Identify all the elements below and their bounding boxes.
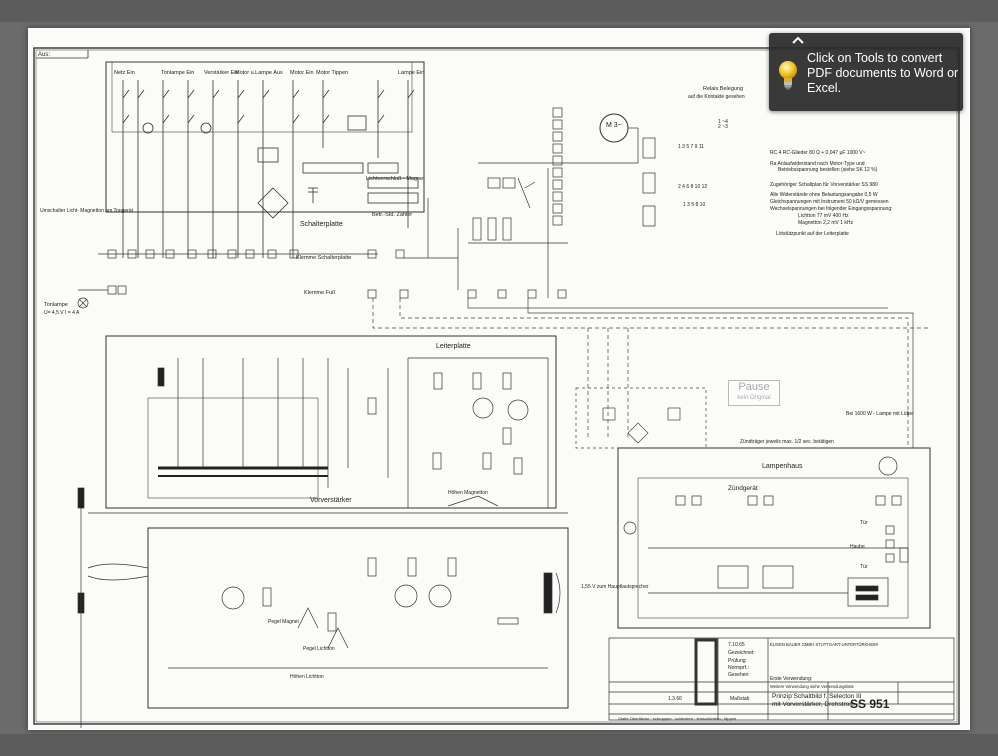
- pause-stamp: Pause kein Original: [728, 380, 780, 406]
- label-lautsprecher: 1,55 V zum Hauptlautsprecher: [581, 584, 649, 590]
- title-revision-date: 1.3.66: [668, 696, 682, 702]
- viewer-gutter-bottom: [0, 734, 998, 756]
- convert-tooltip[interactable]: Click on Tools to convert PDF documents …: [769, 33, 963, 111]
- label-leiterplatte: Leiterplatte: [436, 343, 471, 350]
- title-checked: Prüfung:: [728, 658, 747, 664]
- label-tonlampe-spec: U= 4,5 V I = 4 A: [44, 310, 80, 316]
- svg-text:2 ~3: 2 ~3: [718, 124, 728, 130]
- title-line-2: mit Vorverstärker, Drehstrom: [772, 701, 855, 708]
- label-tuer-1: Tür: [860, 520, 868, 526]
- title-use: Erste Verwendung:: [770, 676, 812, 682]
- label-lichtverschluss: Lichtverschluß - Magnet: [366, 176, 425, 182]
- label-motor-tippen: Motor Tippen: [316, 70, 348, 76]
- relais-subtitle: auf die Kontakte gesehen: [688, 94, 745, 100]
- viewer-gutter-left: [0, 22, 28, 734]
- pause-stamp-title: Pause: [738, 381, 770, 393]
- note-magnetton: Magnetton 2,2 mV 1 kHz: [798, 220, 854, 226]
- note-ra-2: Betriebsspannung bestellen (siehe SK 12 …: [778, 167, 878, 173]
- label-netz-ein: Netz Ein: [114, 70, 135, 76]
- label-hoehen-lichtton: Höhen Lichtton: [290, 674, 324, 680]
- svg-text:1 ~4: 1 ~4: [718, 119, 728, 125]
- document-page: Aus:: [28, 28, 970, 730]
- note-rc: RC 4 RC-Glieder 80 Ω + 0,047 µF 1000 V~: [770, 150, 866, 156]
- label-haube: Haube: [850, 544, 865, 550]
- title-company: EUGEN BAUER GMBH STUTTGART-UNTERTÜRKHEIM: [770, 642, 878, 647]
- svg-text:2 4 6 8 10 12: 2 4 6 8 10 12: [678, 184, 707, 190]
- label-klemme-schalterplatte: Klemme Schalterplatte: [296, 255, 351, 261]
- label-verstaerker-ein: Verstärker Ein: [204, 70, 239, 76]
- title-use-note: Weitere Verwendung siehe Verwendungslist…: [770, 684, 855, 689]
- title-norm: Normprf.:: [728, 665, 749, 671]
- lightbulb-icon: [779, 61, 797, 90]
- note-wechselspannungen: Wechselspannungen bei folgender Eingangs…: [770, 206, 893, 212]
- label-zuendgeraet: Zündgerät: [728, 485, 758, 492]
- note-lichtton: Lichtton 77 mV 400 Hz: [798, 213, 849, 219]
- label-pegel-lichtton: Pegel Lichtton: [303, 646, 335, 652]
- viewer-toolbar-area: [0, 0, 998, 22]
- relais-title: Relais Belegung: [703, 86, 743, 92]
- title-line-1: Prinzip Schaltbild f. Selecton III: [772, 693, 862, 700]
- note-ra: Ra Anlaufwiderstand nach Motor-Type und: [770, 161, 865, 167]
- label-tonlampe-ein: Tonlampe Ein: [161, 70, 194, 76]
- note-schaltplan: Zugehöriger Schaltplan für Vorverstärker…: [770, 182, 878, 188]
- label-zuendtraeger: Zündträger jeweils max. 1/2 sec. betätig…: [740, 439, 834, 445]
- label-pegel-magnet: Pegel Magnet: [268, 619, 299, 625]
- label-motor-lampe-aus: Motor u.Lampe Aus: [235, 70, 283, 76]
- label-betriebsstunden-zaehler: Betr.-Std. Zähler: [372, 212, 412, 218]
- label-klemme-fuss: Klemme Fuß: [304, 290, 336, 296]
- note-gleichspannungen: Gleichspannungen mit Instrument 50 kΩ/V …: [770, 199, 889, 205]
- svg-text:1 3 5 8 10: 1 3 5 8 10: [683, 202, 705, 208]
- label-schalterplatte: Schalterplatte: [300, 221, 343, 228]
- schematic-drawing: Aus:: [33, 47, 960, 728]
- viewer-gutter-right: [970, 22, 998, 734]
- drawing-number: SS 951: [850, 697, 890, 711]
- label-umschalter: Umschalter Licht- Magnetton am Tongerät: [40, 208, 134, 214]
- title-date: 7.10.65: [728, 642, 745, 648]
- pause-stamp-subtitle: kein Original: [737, 395, 771, 401]
- chevron-up-icon[interactable]: [791, 35, 805, 45]
- label-tonlampe: Tonlampe: [44, 302, 68, 308]
- label-vorverstaerker: Vorverstärker: [310, 497, 352, 504]
- label-tuer-2: Tür: [860, 564, 868, 570]
- svg-text:1 3 5 7 9 11: 1 3 5 7 9 11: [678, 144, 704, 150]
- title-footer: Glatte Oberfläche · schruppen · schlicht…: [618, 716, 736, 721]
- note-widerstaende: Alle Widerstände ohne Belastungsangabe 0…: [770, 192, 878, 198]
- label-hoehen-magnetton: Höhen Magnetton: [448, 490, 488, 496]
- title-approved: Gesehen:: [728, 672, 750, 678]
- tooltip-message: Click on Tools to convert PDF documents …: [807, 51, 959, 95]
- label-lampenhaus: Lampenhaus: [762, 463, 803, 470]
- title-scale: Maßstab: [730, 696, 750, 702]
- label-lampe-spec: Bei 1600 W - Lampe mit Lüfter: [846, 411, 914, 417]
- note-loetstuetzpunkt: Lötstützpunkt auf der Leiterplatte: [776, 231, 849, 237]
- label-lampe-ein: Lampe Ein: [398, 70, 424, 76]
- label-motor: M 3~: [606, 122, 622, 129]
- title-drawn: Gezeichnet:: [728, 650, 755, 656]
- label-motor-ein: Motor Ein: [290, 70, 314, 76]
- corner-label: Aus:: [38, 52, 50, 58]
